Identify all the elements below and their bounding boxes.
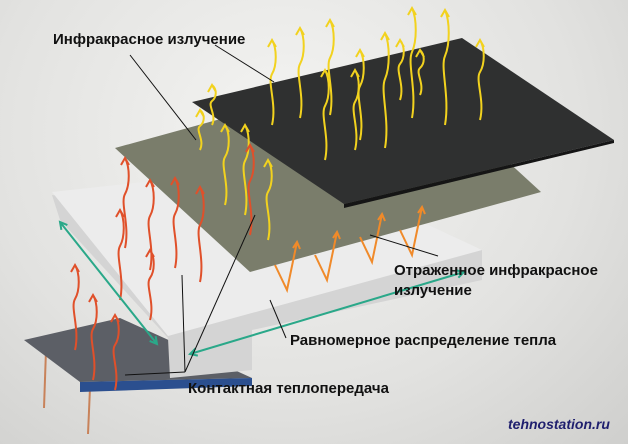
- plate-blue-edge: [80, 378, 252, 392]
- heat-arrow: [195, 184, 205, 283]
- infrared-arrow: [475, 37, 485, 121]
- reflected-arrow: [359, 211, 386, 266]
- label-uniform-heat-distribution: Равномерное распределение тепла: [290, 332, 557, 349]
- heat-arrow: [120, 155, 130, 249]
- infrared-arrow: [440, 7, 450, 126]
- label-reflected-radiation-line1: Отраженное инфракрасное: [394, 262, 598, 279]
- heat-arrow: [110, 312, 120, 391]
- heat-arrow: [115, 207, 125, 301]
- infrared-arrow: [350, 67, 360, 151]
- infrared-arrow: [395, 37, 405, 101]
- heat-arrow: [70, 262, 80, 351]
- label-infrared-radiation: Инфракрасное излучение: [53, 31, 246, 48]
- heat-arrow: [88, 292, 98, 381]
- arrows-group: [58, 5, 485, 391]
- infrared-arrow: [325, 17, 335, 116]
- infrared-arrow: [207, 82, 217, 126]
- infrared-arrow: [380, 30, 390, 149]
- heat-arrow: [145, 247, 155, 321]
- heat-distribution-arrow: [58, 220, 159, 346]
- label-reflected-radiation-line2: излучение: [394, 282, 472, 299]
- heat-arrow: [170, 175, 180, 269]
- infrared-arrow: [267, 37, 277, 126]
- heat-arrow: [245, 142, 255, 236]
- wire-leg: [87, 387, 91, 435]
- infrared-arrow: [263, 157, 273, 241]
- infrared-arrow: [320, 67, 330, 161]
- infrared-arrow: [415, 47, 425, 96]
- film-edge: [344, 140, 614, 208]
- infrared-arrow: [240, 122, 250, 216]
- reflected-arrow: [314, 229, 341, 284]
- wire-leg: [43, 349, 47, 409]
- heat-distribution-arrow: [188, 269, 466, 357]
- infrared-arrow: [220, 122, 230, 206]
- leader-lines: [124, 44, 439, 376]
- infrared-arrow: [295, 25, 305, 119]
- infrared-film: [192, 38, 614, 204]
- infrared-arrow: [195, 107, 205, 151]
- watermark: tehnostation.ru: [508, 416, 610, 432]
- infrared-arrow: [355, 47, 365, 141]
- infrared-arrow: [407, 5, 417, 119]
- reflected-arrow: [274, 239, 301, 294]
- reflected-arrow: [399, 204, 426, 259]
- label-contact-heat-transfer: Контактная теплопередача: [188, 380, 389, 397]
